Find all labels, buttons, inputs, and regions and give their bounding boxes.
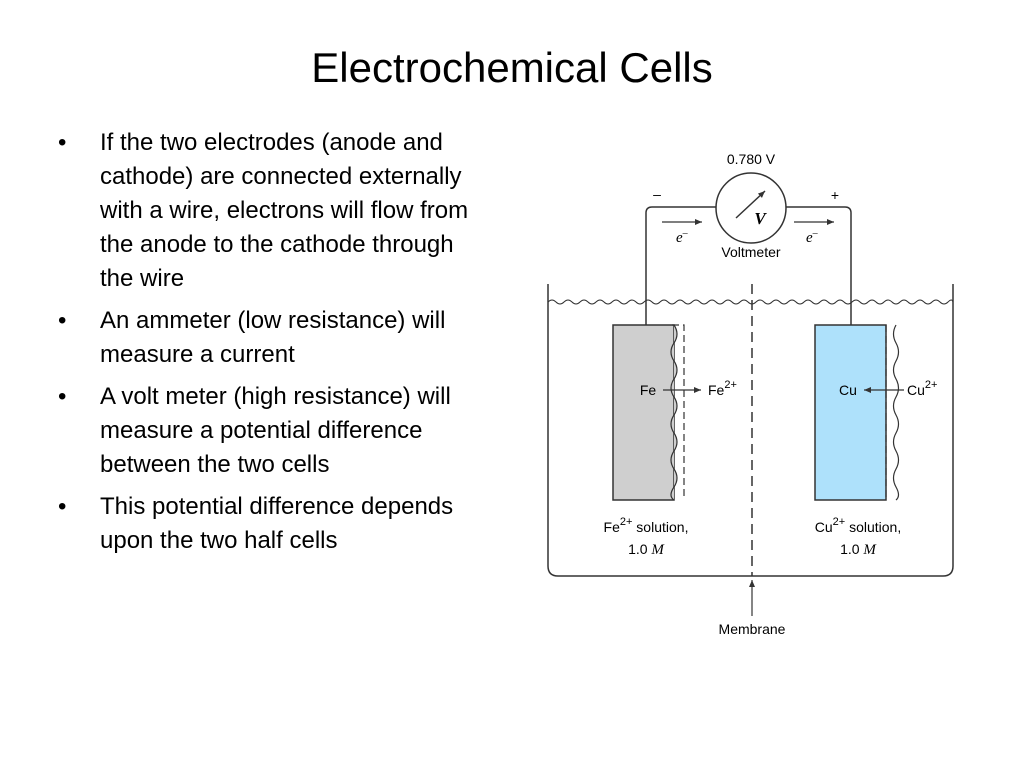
bullet-text: If the two electrodes (anode and cathode… xyxy=(100,129,469,292)
bullet-item: • If the two electrodes (anode and catho… xyxy=(56,126,488,296)
voltmeter-needle-icon xyxy=(735,190,766,219)
fe-metal-label: Fe xyxy=(640,382,657,398)
negative-terminal-sign: – xyxy=(653,186,661,202)
page-title: Electrochemical Cells xyxy=(311,44,713,91)
positive-terminal-sign: + xyxy=(831,187,839,203)
bullet-text: An ammeter (low resistance) will measure… xyxy=(100,307,446,368)
external-wire-left xyxy=(645,206,716,325)
bullet-text: This potential difference depends upon t… xyxy=(100,493,454,554)
fe-electrode-corroded-edge xyxy=(670,324,678,501)
cell-container xyxy=(547,284,954,577)
bullet-glyph: • xyxy=(58,493,67,520)
cu-solution-label: Cu2+ solution, xyxy=(815,516,902,535)
external-wire-right xyxy=(786,206,852,325)
voltmeter-dial xyxy=(715,172,787,244)
bullet-item: • This potential difference depends upon… xyxy=(56,490,488,558)
voltmeter-label: Voltmeter xyxy=(721,244,780,260)
fe-boundary-line xyxy=(672,324,685,500)
electron-label-right: e– xyxy=(806,228,819,246)
cu-solution-concentration: 1.0 M xyxy=(840,541,877,558)
solution-surface xyxy=(547,299,954,305)
bullet-glyph: • xyxy=(58,129,67,156)
fe-ion-label: Fe2+ xyxy=(708,379,737,398)
voltage-reading: 0.780 V xyxy=(727,151,776,167)
fe-electrode xyxy=(612,324,675,501)
cu-ion-label: Cu2+ xyxy=(907,379,937,398)
cu-deposit-edge xyxy=(892,324,900,501)
bullet-glyph: • xyxy=(58,307,67,334)
voltmeter-symbol: V xyxy=(754,209,767,228)
bullet-glyph: • xyxy=(58,383,67,410)
cu-metal-label: Cu xyxy=(839,382,857,398)
electron-label-left: e– xyxy=(676,228,689,246)
fe-solution-concentration: 1.0 M xyxy=(628,541,665,558)
fe-solution-label: Fe2+ solution, xyxy=(604,516,689,535)
bullet-text: A volt meter (high resistance) will meas… xyxy=(100,383,451,478)
bullet-item: • A volt meter (high resistance) will me… xyxy=(56,380,488,482)
bullet-item: • An ammeter (low resistance) will measu… xyxy=(56,304,488,372)
membrane-label: Membrane xyxy=(719,621,786,637)
cu-electrode xyxy=(814,324,887,501)
bullet-list: • If the two electrodes (anode and catho… xyxy=(56,126,488,566)
